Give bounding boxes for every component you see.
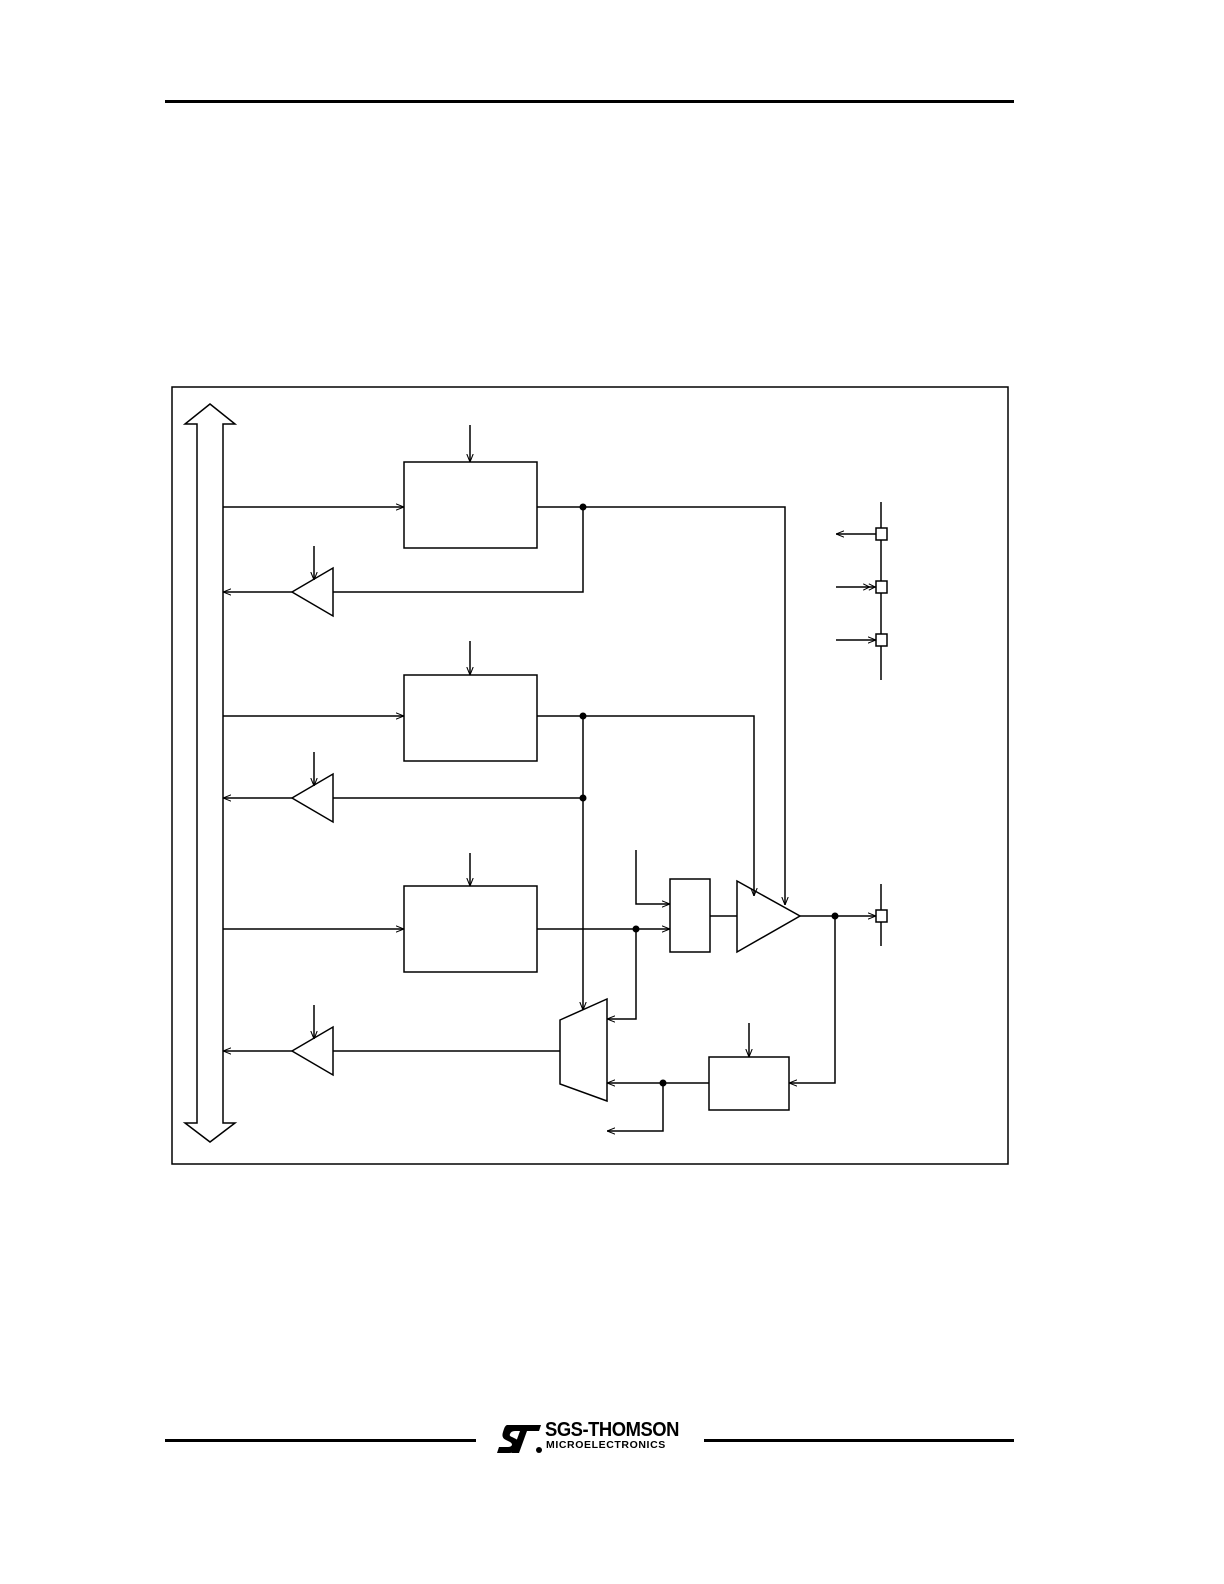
legend-pin-output [875, 527, 888, 541]
logo-division-name: MICROELECTRONICS [546, 1439, 666, 1451]
register-2-output-line [537, 715, 754, 896]
read-buffer-2 [290, 772, 334, 824]
external-control-line [635, 850, 670, 904]
footer-rule-right [704, 1439, 1014, 1442]
control-logic-block [669, 878, 711, 953]
logo-company-name: SGS-THOMSON [545, 1419, 679, 1441]
register-block-1 [403, 461, 538, 549]
junction-dot [579, 712, 587, 720]
input-buffer-block [708, 1056, 790, 1111]
junction-dot [632, 925, 640, 933]
register-block-3 [403, 885, 538, 973]
legend-pin-schmitt [875, 580, 888, 594]
read-buffer-1 [290, 566, 334, 618]
legend-pin-input [875, 633, 888, 647]
header-rule [165, 100, 1014, 103]
alternate-input-line [607, 1083, 664, 1131]
internal-data-bus [182, 403, 238, 1143]
output-driver [736, 879, 802, 954]
read-buffer-3 [290, 1025, 334, 1077]
junction-dot [579, 794, 587, 802]
junction-dot [831, 912, 839, 920]
register-1-readback-line [333, 507, 584, 593]
footer-rule-left [165, 1439, 476, 1442]
output-pin [875, 909, 888, 923]
pin-feedback-line [789, 916, 836, 1083]
register-1-output-line [537, 506, 785, 905]
register-block-2 [403, 674, 538, 762]
diagram-frame [171, 386, 1009, 1165]
st-logo-icon [497, 1425, 542, 1453]
junction-dot [579, 503, 587, 511]
multiplexer [559, 997, 608, 1103]
junction-dot [659, 1079, 667, 1087]
register-3-to-mux-line [607, 929, 637, 1019]
st-logo: SGS-THOMSON MICROELECTRONICS [495, 1419, 695, 1459]
